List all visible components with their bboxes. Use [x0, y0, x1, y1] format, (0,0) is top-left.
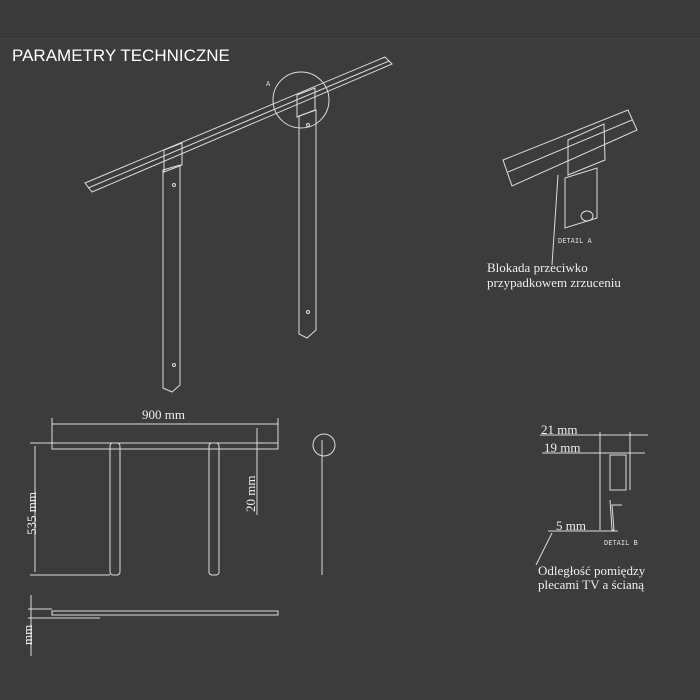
detail-a-note-1: Blokada przeciwko [487, 260, 588, 275]
detail-a-drawing [502, 109, 638, 266]
dimension-5mm: 5 mm [556, 518, 586, 533]
width-dimension: 900 mm [142, 407, 185, 422]
top-view-drawing [28, 595, 279, 656]
page-title: PARAMETRY TECHNICZNE [12, 46, 230, 65]
dimension-19mm: 19 mm [544, 440, 581, 455]
detail-b-note-2: plecami TV a ścianą [538, 577, 645, 592]
dimension-21mm: 21 mm [541, 422, 578, 437]
front-view-drawing [30, 418, 336, 576]
height-dimension: 535 mm [24, 492, 39, 535]
depth-dimension: mm [20, 624, 35, 645]
offset-dimension: 20 mm [243, 475, 258, 512]
detail-b-note-1: Odległość pomiędzy [538, 563, 646, 578]
isometric-view [84, 56, 393, 393]
detail-a-note-2: przypadkowem zrzuceniu [487, 275, 621, 290]
detail-a-marker: A [266, 80, 271, 88]
header-band [0, 0, 700, 39]
detail-a-label: DETAIL A [558, 237, 592, 245]
detail-b-label: DETAIL B [604, 539, 638, 547]
detail-b-drawing [535, 432, 648, 566]
